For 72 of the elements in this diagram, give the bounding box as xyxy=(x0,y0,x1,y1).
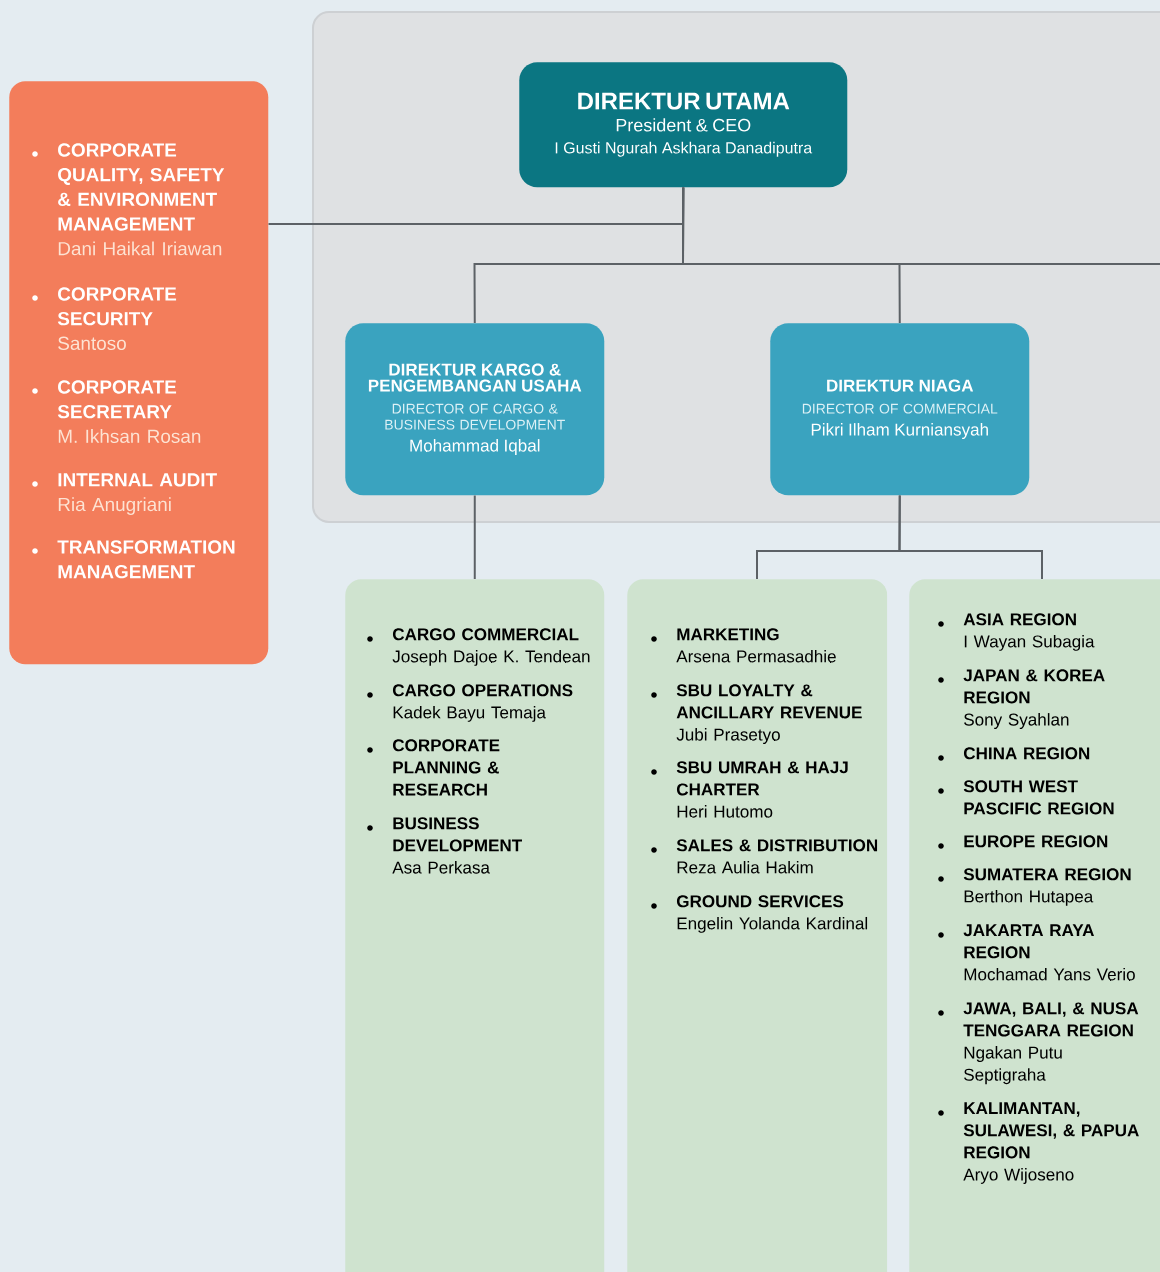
department-panel xyxy=(627,579,888,1272)
list-item: ASIA REGION I Wayan Subagia xyxy=(938,613,1095,651)
connector-line xyxy=(682,186,1160,265)
node-label: I Wayan Subagia xyxy=(964,634,1095,651)
list-item: EUROPE REGION xyxy=(938,835,1108,849)
node-label: INTERNAL AUDIT xyxy=(58,473,217,487)
department-panel xyxy=(9,81,269,665)
list-item: SUMATERA REGION Berthon Hutapea xyxy=(938,868,1131,906)
list-item: SOUTH WEST PASCIFIC REGION xyxy=(938,780,1114,815)
list-item: JAPAN & KOREA REGION Sony Syahlan xyxy=(938,669,1105,729)
node-label: Aryo Wijoseno xyxy=(963,1168,1074,1184)
node-label: M. Ikhsan Rosan xyxy=(58,429,201,444)
node-label: BUSINESS DEVELOPMENT xyxy=(393,817,522,852)
node-label: SBU UMRAH & HAJJ CHARTER xyxy=(676,761,848,796)
node-label: CARGO OPERATIONS xyxy=(392,684,573,697)
list-item: CHINA REGION xyxy=(938,747,1090,761)
director-box: DIREKTUR UTAMA President & CEO I Gusti Ngurah Askhara Danadiputra xyxy=(519,62,848,188)
node-label: Ria Anugriani xyxy=(58,497,171,515)
node-label: MARKETING xyxy=(677,628,779,641)
list-item: GROUND SERVICES Engelin Yolanda Kardinal xyxy=(651,895,868,933)
node-label: JAWA, BALI, & NUSA TENGGARA REGION xyxy=(963,1002,1139,1037)
node-label: Joseph Dajoe K. Tendean xyxy=(392,649,590,666)
node-label: Berthon Hutapea xyxy=(964,889,1094,906)
node-label: Dani Haikal Iriawan xyxy=(58,241,222,256)
node-label: SBU LOYALTY & ANCILLARY REVENUE xyxy=(676,684,862,719)
connector-line xyxy=(473,494,476,580)
node-label: CORPORATE QUALITY, SAFETY & ENVIRONMENT MANAGEMENT xyxy=(58,143,225,231)
list-item: CORPORATE PLANNING & RESEARCH xyxy=(367,739,500,796)
node-label: Mochamad Yans Verio xyxy=(964,967,1135,981)
node-label: Kadek Bayu Temaja xyxy=(393,705,546,722)
node-label: Santoso xyxy=(58,336,126,351)
node-label: Heri Hutomo xyxy=(677,805,773,818)
node-label: ASIA REGION xyxy=(963,613,1076,626)
node-label: CARGO COMMERCIAL xyxy=(392,628,579,641)
node-label: JAKARTA RAYA REGION xyxy=(963,924,1094,959)
list-item: BUSINESS DEVELOPMENT Asa Perkasa xyxy=(367,817,522,874)
connector-line xyxy=(898,494,1043,580)
list-item: CARGO COMMERCIAL Joseph Dajoe K. Tendean xyxy=(367,628,590,666)
node-label: CORPORATE SECRETARY xyxy=(57,380,177,419)
node-label: Jubi Prasetyo xyxy=(676,728,780,744)
list-item: CORPORATE QUALITY, SAFETY & ENVIRONMENT MANAGEMENT Dani Haikal Iriawan xyxy=(32,143,225,256)
node-label: Arsena Permasadhie xyxy=(676,649,836,663)
node-label: Sony Syahlan xyxy=(964,713,1069,729)
list-item: JAWA, BALI, & NUSA TENGGARA REGION Ngakan Putu Septigraha xyxy=(938,1002,1139,1085)
node-label: CORPORATE PLANNING & RESEARCH xyxy=(392,739,500,796)
node-label: Reza Aulia Hakim xyxy=(677,860,813,874)
node-label: Ngakan Putu Septigraha xyxy=(964,1046,1062,1085)
list-item: SBU UMRAH & HAJJ CHARTER Heri Hutomo xyxy=(651,761,848,818)
list-item: TRANSFORMATION MANAGEMENT xyxy=(32,540,235,579)
list-item: KALIMANTAN, SULAWESI, & PAPUA REGION Aryo Wijoseno xyxy=(938,1102,1139,1184)
node-label: GROUND SERVICES xyxy=(676,895,844,908)
director-box: DIREKTUR KARGO & PENGEMBANGAN USAHA DIRECTOR OF CARGO & BUSINESS DEVELOPMENT Mohammad Iqbal xyxy=(345,323,605,496)
node-label: CORPORATE SECURITY xyxy=(57,287,177,326)
list-item: JAKARTA RAYA REGION Mochamad Yans Verio xyxy=(938,924,1135,981)
list-item: SBU LOYALTY & ANCILLARY REVENUE Jubi Prasetyo xyxy=(651,684,862,744)
node-label: SUMATERA REGION xyxy=(963,868,1131,881)
list-item: MARKETING Arsena Permasadhie xyxy=(651,628,836,663)
list-item: INTERNAL AUDIT Ria Anugriani xyxy=(32,473,217,515)
director-box: DIREKTUR NIAGA DIRECTOR OF COMMERCIAL Pikri Ilham Kurniansyah xyxy=(770,323,1030,496)
node-label: EUROPE REGION xyxy=(964,835,1108,848)
node-label: Engelin Yolanda Kardinal xyxy=(677,916,868,933)
list-item: SALES & DISTRIBUTION Reza Aulia Hakim xyxy=(651,839,878,874)
department-panel xyxy=(345,579,605,1272)
node-label: JAPAN & KOREA REGION xyxy=(963,669,1105,704)
node-label: KALIMANTAN, SULAWESI, & PAPUA REGION xyxy=(963,1102,1139,1159)
list-item: CARGO OPERATIONS Kadek Bayu Temaja xyxy=(367,684,573,722)
node-label: CHINA REGION xyxy=(963,747,1090,760)
node-label: Asa Perkasa xyxy=(392,861,490,874)
department-panel xyxy=(909,579,1160,1272)
list-item: CORPORATE SECURITY Santoso xyxy=(32,287,177,350)
list-item: CORPORATE SECRETARY M. Ikhsan Rosan xyxy=(32,380,201,443)
node-label: SALES & DISTRIBUTION xyxy=(676,839,878,852)
